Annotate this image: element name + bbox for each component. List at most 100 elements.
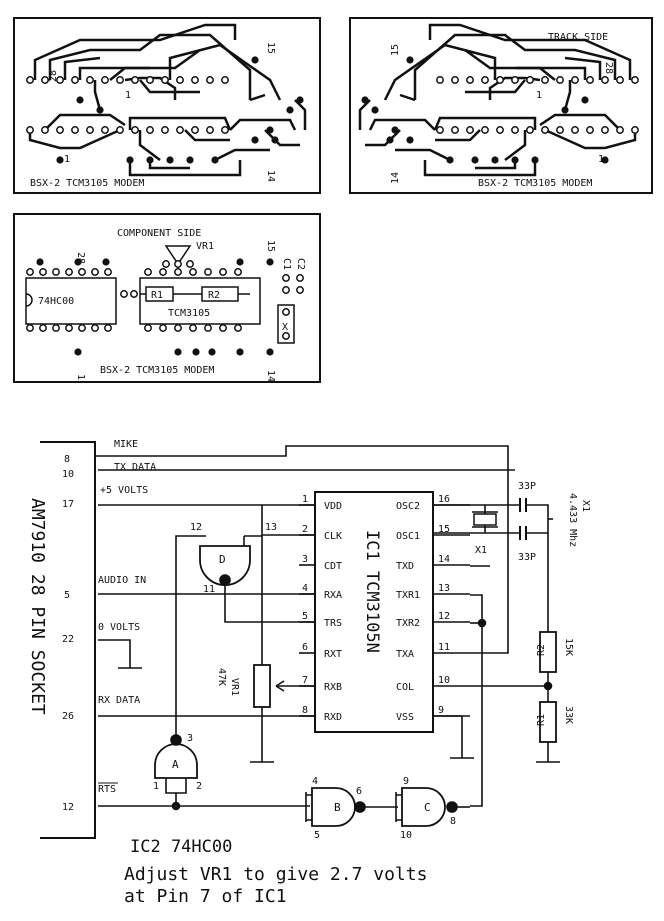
pcb3-pad	[104, 324, 112, 332]
pcb1-pad	[191, 126, 199, 134]
pcb3-via	[266, 258, 274, 266]
pcb-track-left-pin14: 14	[265, 170, 276, 182]
pcb1-via	[96, 106, 104, 114]
ic1-right-pin-num: 15	[438, 524, 450, 535]
ic1-right-pin-name: TXR1	[396, 590, 420, 601]
pcb-track-right-pin1b: 1	[598, 154, 604, 165]
pcb1-via	[286, 106, 294, 114]
pcb-component-panel: COMPONENT SIDE VR1 28 15 74HC00 R1 R2 TC…	[13, 213, 321, 383]
ic1-right-pin-num: 16	[438, 494, 450, 505]
pcb-track-right-pin15: 15	[390, 44, 401, 56]
pcb3-pad	[282, 274, 290, 282]
x1-frequency: 4.433 Mhz	[567, 493, 578, 547]
socket-label: AM7910 28 PIN SOCKET	[27, 498, 48, 715]
gate-b-in1: 4	[312, 776, 318, 787]
pcb1-via	[146, 156, 154, 164]
socket-pin-22: 22	[62, 634, 74, 645]
pcb3-pad	[39, 268, 47, 276]
pcb2-pad	[556, 126, 564, 134]
pcb3-pad	[174, 260, 182, 268]
pcb2-via	[601, 156, 609, 164]
pcb3-via	[174, 348, 182, 356]
pcb2-pad	[631, 126, 639, 134]
pcb-track-left-pin1b: 1	[64, 154, 70, 165]
resistor-divider: R2 15K R1 33K	[470, 533, 574, 763]
pcb2-via	[561, 106, 569, 114]
gate-b-name: B	[334, 801, 341, 814]
pcb2-pad	[466, 126, 474, 134]
pcb1-pad	[221, 126, 229, 134]
pcb2-via	[406, 136, 414, 144]
pcb1-via	[211, 156, 219, 164]
ic1-right-pin-name: COL	[396, 682, 414, 693]
ic1-right-pin-num: 13	[438, 583, 450, 594]
pcb2-pad	[436, 126, 444, 134]
pcb1-via	[251, 56, 259, 64]
pcb-component-pin14: 14	[265, 370, 276, 382]
pcb1-pad	[56, 126, 64, 134]
ic1-left-pin-num: 7	[302, 675, 308, 686]
pcb2-pad	[586, 76, 594, 84]
pcb2-pad	[586, 126, 594, 134]
pcb1-pad	[176, 126, 184, 134]
pcb-track-left-pin28: 28	[48, 70, 59, 82]
pcb3-pad	[52, 324, 60, 332]
ic1-left-pin-name: VDD	[324, 501, 342, 512]
ic2-label: IC2 74HC00	[130, 837, 232, 857]
pcb-component-label: BSX-2 TCM3105 MODEM	[100, 365, 214, 376]
pcb3-pad	[296, 274, 304, 282]
pcb2-via	[471, 156, 479, 164]
pcb1-pad	[116, 126, 124, 134]
ic1-right-pin-name: TXD	[396, 561, 414, 572]
pcb2-pad	[616, 126, 624, 134]
ic1-left-pin-num: 2	[302, 524, 308, 535]
schematic: AM7910 28 PIN SOCKET 8 10 17 5 22 26 12 …	[27, 439, 591, 907]
signal-audio-in: AUDIO IN	[98, 575, 146, 586]
pcb-track-right-label: BSX-2 TCM3105 MODEM	[478, 178, 592, 189]
pcb-component-pin28: 28	[75, 252, 86, 264]
gate-c-in1: 9	[403, 776, 409, 787]
ic1-right-pin-name: VSS	[396, 712, 414, 723]
pcb3-via	[208, 348, 216, 356]
gate-d-in1: 12	[190, 522, 202, 533]
pcb1-pad	[101, 76, 109, 84]
gate-a-out: 3	[187, 733, 193, 744]
pcb3-via	[236, 348, 244, 356]
pcb-track-right-pin28: 28	[603, 62, 614, 74]
pcb2-pad	[526, 126, 534, 134]
pcb2-pad	[631, 76, 639, 84]
pcb2-pad	[481, 126, 489, 134]
pcb2-pad	[541, 76, 549, 84]
pcb2-via	[361, 96, 369, 104]
pcb2-pad	[511, 76, 519, 84]
pcb2-via	[446, 156, 454, 164]
pcb1-pad	[71, 76, 79, 84]
pcb1-pad	[206, 76, 214, 84]
pcb-component-title: COMPONENT SIDE	[117, 228, 201, 239]
pcb3-via	[266, 348, 274, 356]
pcb3-pad	[162, 260, 170, 268]
gate-d: D 12 13 11	[190, 522, 277, 595]
ic1-right-pin-num: 10	[438, 675, 450, 686]
pcb-track-left-pin1: 1	[125, 90, 131, 101]
r2-value: 15K	[563, 638, 574, 656]
pcb1-pad	[131, 76, 139, 84]
pcb1-pad	[71, 126, 79, 134]
pcb1-via	[271, 136, 279, 144]
socket-pin-8: 8	[64, 454, 70, 465]
pcb3-via	[36, 258, 44, 266]
pcb-track-left-panel: 28 15 1 1 14 BSX-2 TCM3105 MODEM	[13, 17, 321, 194]
pcb3-via	[192, 348, 200, 356]
pcb1-via	[76, 96, 84, 104]
pcb1-pad	[161, 76, 169, 84]
ic1-right-pin-name: TXA	[396, 649, 414, 660]
gate-a-in2: 2	[196, 781, 202, 792]
pcb1-pad	[26, 76, 34, 84]
ic1-right-pin-name: OSC1	[396, 531, 420, 542]
gate-c: C 9 10 8	[395, 776, 470, 841]
pcb3-pad	[282, 286, 290, 294]
pcb1-via	[56, 156, 64, 164]
gate-a-name: A	[172, 758, 179, 771]
pcb1-via	[166, 156, 174, 164]
